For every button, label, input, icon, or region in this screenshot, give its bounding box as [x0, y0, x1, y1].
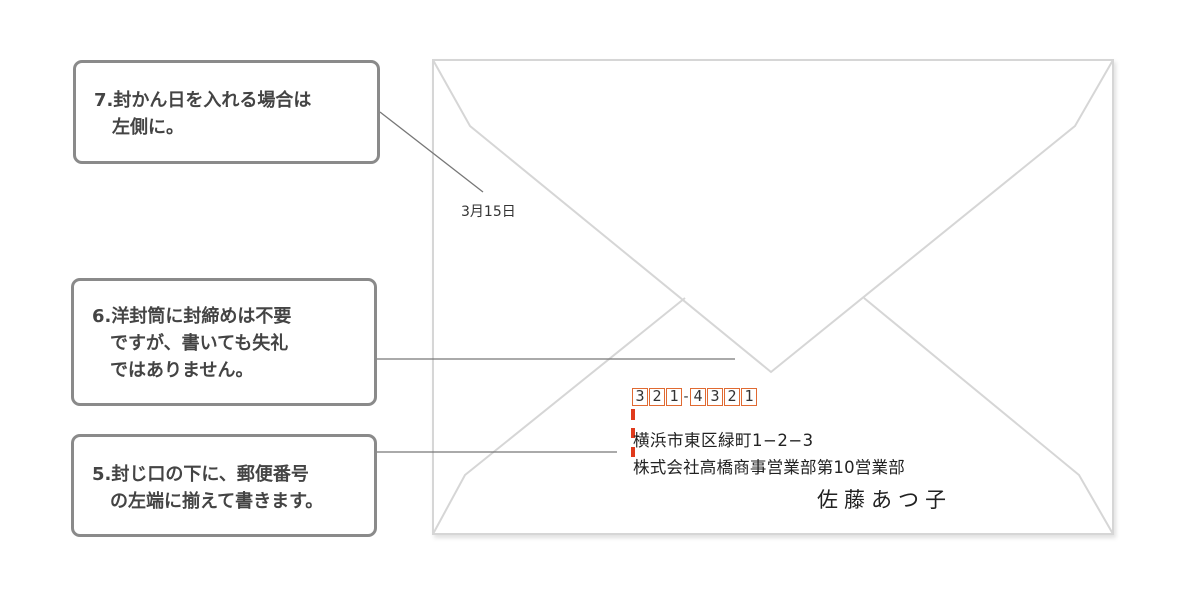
- envelope-body: [432, 59, 1114, 535]
- recipient-name: 佐藤あつ子: [817, 488, 952, 512]
- callout-seal-note-line1: 6.洋封筒に封締めは不要: [92, 306, 292, 327]
- postal-digit: 3: [632, 388, 648, 406]
- postal-digit: 1: [666, 388, 682, 406]
- postal-digit: 4: [690, 388, 706, 406]
- address-line-1: 横浜市東区緑町1−2−3: [633, 431, 814, 450]
- postal-digit: 1: [741, 388, 757, 406]
- leader-line-seal-date: [379, 111, 484, 193]
- callout-alignment-line1: 5.封じ口の下に、郵便番号: [92, 464, 309, 485]
- callout-seal-note: 6.洋封筒に封締めは不要 ですが、書いても失礼 ではありません。: [71, 278, 377, 406]
- alignment-marker-top: [631, 409, 635, 420]
- callout-alignment: 5.封じ口の下に、郵便番号 の左端に揃えて書きます。: [71, 434, 377, 537]
- postal-digit: 2: [724, 388, 740, 406]
- address-line-2: 株式会社高橋商事営業部第10営業部: [633, 458, 905, 477]
- alignment-marker-middle: [631, 428, 635, 438]
- alignment-marker-bottom: [631, 447, 635, 457]
- postal-separator: -: [683, 389, 689, 405]
- callout-seal-date: 7.封かん日を入れる場合は 左側に。: [73, 60, 380, 164]
- envelope-left-fold: [432, 297, 686, 535]
- callout-seal-date-line2: 左側に。: [112, 117, 184, 138]
- envelope-right-fold: [863, 297, 1114, 535]
- callout-seal-date-line1: 7.封かん日を入れる場合は: [94, 90, 312, 111]
- postal-code: 3 2 1 - 4 3 2 1: [632, 388, 757, 406]
- postal-digit: 3: [707, 388, 723, 406]
- callout-seal-note-line2: ですが、書いても失礼: [110, 333, 289, 354]
- seal-date: 3月15日: [461, 204, 516, 220]
- postal-digit: 2: [649, 388, 665, 406]
- callout-seal-note-line3: ではありません。: [110, 360, 254, 381]
- callout-alignment-line2: の左端に揃えて書きます。: [110, 491, 324, 512]
- envelope-flap: [432, 59, 1114, 374]
